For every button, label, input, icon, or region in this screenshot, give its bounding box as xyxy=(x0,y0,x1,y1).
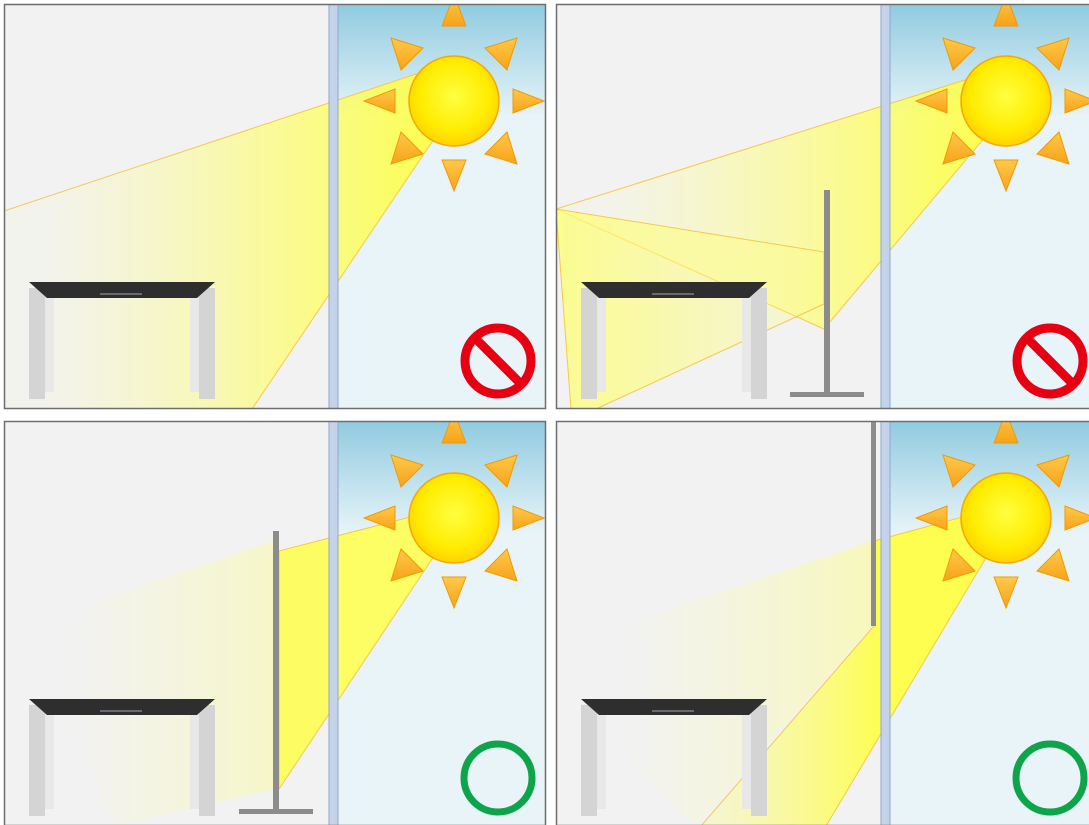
window-frame xyxy=(880,421,891,825)
window-frame xyxy=(328,421,339,825)
blocked-shadow-beam xyxy=(576,541,872,825)
reflected-beam xyxy=(556,208,825,409)
hanging-pole xyxy=(871,421,876,626)
panel-bottom-right xyxy=(555,420,1089,825)
floor-lamp-pole xyxy=(239,531,313,814)
panel-top-right xyxy=(555,3,1089,410)
floor-lamp-pole xyxy=(790,190,864,397)
window-frame xyxy=(328,4,339,409)
blocked-shadow-beam xyxy=(44,541,274,825)
panel-top-left xyxy=(3,3,547,410)
panel-bottom-left xyxy=(3,420,547,825)
window-frame xyxy=(880,4,891,409)
